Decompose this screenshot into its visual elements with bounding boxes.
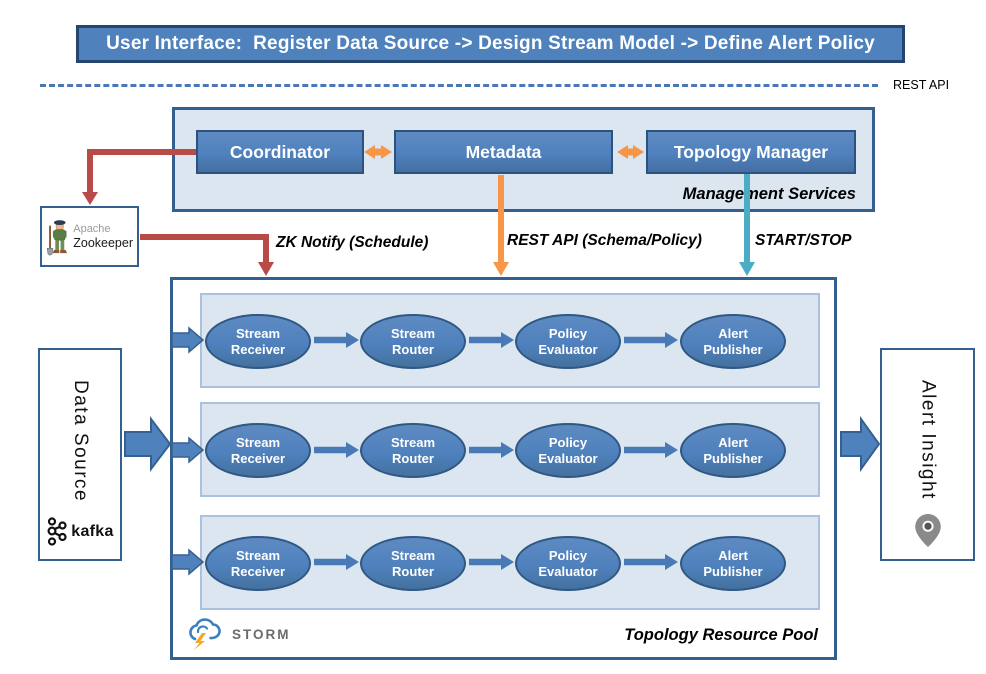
topology-resource-pool-title: Topology Resource Pool [624, 626, 818, 644]
alert-insight-label: Alert Insight [917, 380, 939, 500]
kafka-label: kafka [71, 523, 114, 540]
ui-banner: User Interface: Register Data Source -> … [76, 25, 905, 63]
start-stop-label: START/STOP [755, 232, 852, 249]
kafka-icon [47, 517, 67, 546]
topology-manager-box: Topology Manager [646, 130, 856, 174]
zookeeper-apache-label: Apache [73, 222, 111, 235]
rest-api-label: REST API [893, 78, 950, 92]
metadata-box: Metadata [394, 130, 613, 174]
rest-api-dashed-line [40, 84, 878, 87]
coordinator-label: Coordinator [229, 141, 331, 162]
ui-banner-title: User Interface: Register Data Source -> … [106, 33, 875, 54]
data-source-box: Data Source kafka [38, 348, 122, 561]
storm-cloud-icon [189, 618, 221, 650]
data-source-label: Data Source [70, 380, 91, 503]
zookeeper-name-label: Zookeeper [73, 235, 133, 250]
management-services-panel: Coordinator Metadata Topology Manager Ma… [172, 107, 875, 212]
topology-manager-label: Topology Manager [673, 141, 829, 162]
management-services-title: Management Services [682, 185, 856, 203]
coordinator-box: Coordinator [196, 130, 364, 174]
metadata-label: Metadata [465, 141, 542, 162]
storm-label: STORM [232, 626, 291, 642]
kafka-logo: kafka [46, 517, 113, 547]
rest-api-schema-label: REST API (Schema/Policy) [507, 232, 702, 249]
zookeeper-box: Apache Zookeeper [40, 206, 139, 267]
zookeeper-mascot-icon [46, 219, 68, 255]
storm-logo: STORM [185, 617, 291, 651]
zk-notify-label: ZK Notify (Schedule) [276, 234, 429, 251]
alert-insight-box: Alert Insight [880, 348, 975, 561]
location-pin-icon [914, 514, 941, 547]
